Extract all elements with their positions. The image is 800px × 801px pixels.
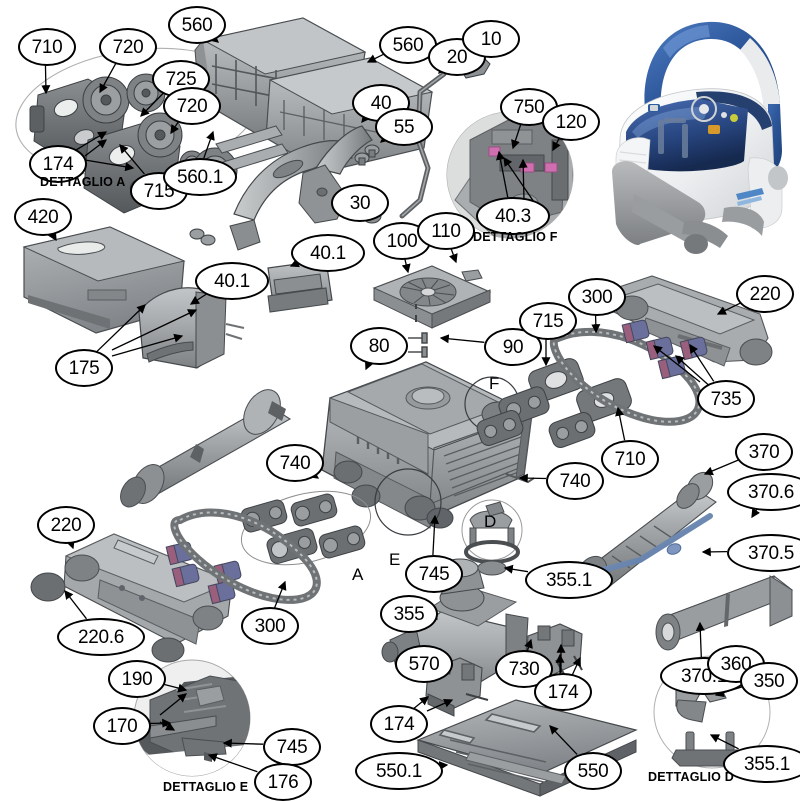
part-roller-right bbox=[656, 576, 792, 650]
callout-300[interactable]: 300 bbox=[241, 607, 299, 645]
callout-300[interactable]: 300 bbox=[568, 278, 626, 316]
letter-d: D bbox=[484, 512, 496, 532]
callout-110[interactable]: 110 bbox=[417, 212, 475, 250]
dettaglio-a-caption: DETTAGLIO A bbox=[40, 175, 126, 189]
callout-175[interactable]: 175 bbox=[55, 349, 113, 387]
callout-715[interactable]: 715 bbox=[519, 302, 577, 340]
callout-40-1[interactable]: 40.1 bbox=[195, 262, 269, 300]
callout-220-6[interactable]: 220.6 bbox=[57, 618, 145, 656]
part-screws-small bbox=[190, 229, 215, 245]
callout-80[interactable]: 80 bbox=[350, 327, 408, 365]
callout-190[interactable]: 190 bbox=[108, 660, 166, 698]
part-90-screws bbox=[408, 333, 427, 357]
callout-174[interactable]: 174 bbox=[370, 705, 428, 743]
callout-560-1[interactable]: 560.1 bbox=[163, 158, 237, 196]
callout-735[interactable]: 735 bbox=[697, 380, 755, 418]
dettaglio-d-caption: DETTAGLIO D bbox=[648, 770, 734, 784]
callout-220[interactable]: 220 bbox=[736, 275, 794, 313]
letter-f: F bbox=[489, 374, 499, 394]
letter-e: E bbox=[389, 550, 400, 570]
callout-550-1[interactable]: 550.1 bbox=[355, 752, 443, 790]
callout-710[interactable]: 710 bbox=[601, 440, 659, 478]
callout-174[interactable]: 174 bbox=[534, 673, 592, 711]
letter-a: A bbox=[352, 565, 363, 585]
dettaglio-f-caption: DETTAGLIO F bbox=[473, 230, 558, 244]
callout-740[interactable]: 740 bbox=[266, 444, 324, 482]
callout-170[interactable]: 170 bbox=[93, 707, 151, 745]
callout-40-1[interactable]: 40.1 bbox=[291, 234, 365, 272]
callout-355-1[interactable]: 355.1 bbox=[525, 561, 613, 599]
callout-55[interactable]: 55 bbox=[375, 108, 433, 146]
callout-570[interactable]: 570 bbox=[395, 645, 453, 683]
callout-10[interactable]: 10 bbox=[462, 20, 520, 58]
callout-220[interactable]: 220 bbox=[37, 506, 95, 544]
callout-745[interactable]: 745 bbox=[405, 555, 463, 593]
callout-355[interactable]: 355 bbox=[380, 595, 438, 633]
callout-745[interactable]: 745 bbox=[263, 728, 321, 766]
callout-370[interactable]: 370 bbox=[735, 433, 793, 471]
callout-420[interactable]: 420 bbox=[14, 198, 72, 236]
callout-176[interactable]: 176 bbox=[254, 763, 312, 801]
callout-740[interactable]: 740 bbox=[546, 462, 604, 500]
part-100-110-plate bbox=[374, 266, 490, 328]
callout-560[interactable]: 560 bbox=[168, 6, 226, 44]
callout-30[interactable]: 30 bbox=[331, 184, 389, 222]
callout-550[interactable]: 550 bbox=[564, 752, 622, 790]
callout-350[interactable]: 350 bbox=[740, 662, 798, 700]
product-photo-robot-cleaner bbox=[600, 8, 800, 263]
callout-720[interactable]: 720 bbox=[163, 87, 221, 125]
part-roller-left bbox=[115, 383, 290, 511]
callout-710[interactable]: 710 bbox=[18, 28, 76, 66]
callout-120[interactable]: 120 bbox=[542, 103, 600, 141]
dettaglio-e-caption: DETTAGLIO E bbox=[163, 780, 248, 794]
callout-720[interactable]: 720 bbox=[99, 28, 157, 66]
